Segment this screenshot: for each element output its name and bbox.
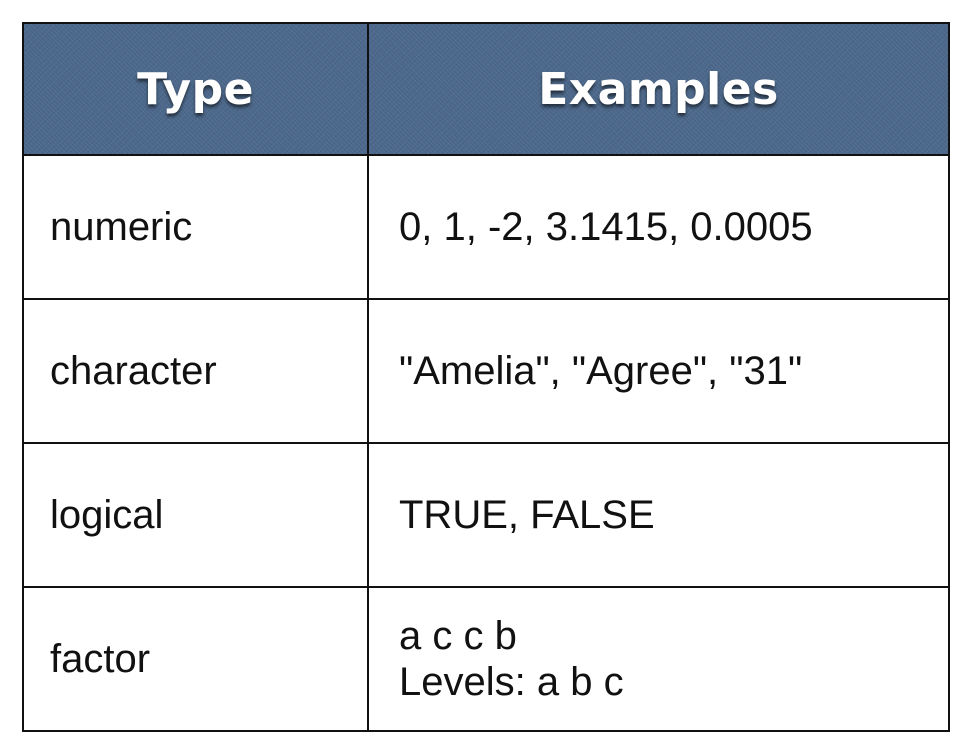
table-row: character "Amelia", "Agree", "31"	[22, 298, 950, 444]
table-header-row: Type Examples	[22, 22, 950, 156]
type-cell-character: character	[22, 298, 369, 444]
examples-cell-character: "Amelia", "Agree", "31"	[367, 298, 950, 444]
table-row: factor a c c b Levels: a b c	[22, 586, 950, 732]
example-line: TRUE, FALSE	[399, 493, 655, 537]
examples-cell-logical: TRUE, FALSE	[367, 442, 950, 588]
header-type: Type	[22, 22, 369, 156]
data-types-table-container: Type Examples numeric 0, 1, -2, 3.1415, …	[22, 22, 950, 732]
example-line: "Amelia", "Agree", "31"	[399, 349, 803, 393]
type-cell-factor: factor	[22, 586, 369, 732]
example-line: 0, 1, -2, 3.1415, 0.0005	[399, 205, 813, 249]
example-line: Levels: a b c	[399, 660, 624, 704]
example-line: a c c b	[399, 614, 517, 658]
examples-cell-numeric: 0, 1, -2, 3.1415, 0.0005	[367, 154, 950, 300]
type-cell-logical: logical	[22, 442, 369, 588]
examples-cell-factor: a c c b Levels: a b c	[367, 586, 950, 732]
table-row: numeric 0, 1, -2, 3.1415, 0.0005	[22, 154, 950, 300]
header-examples: Examples	[367, 22, 950, 156]
data-types-table: Type Examples numeric 0, 1, -2, 3.1415, …	[22, 22, 950, 732]
type-cell-numeric: numeric	[22, 154, 369, 300]
table-row: logical TRUE, FALSE	[22, 442, 950, 588]
